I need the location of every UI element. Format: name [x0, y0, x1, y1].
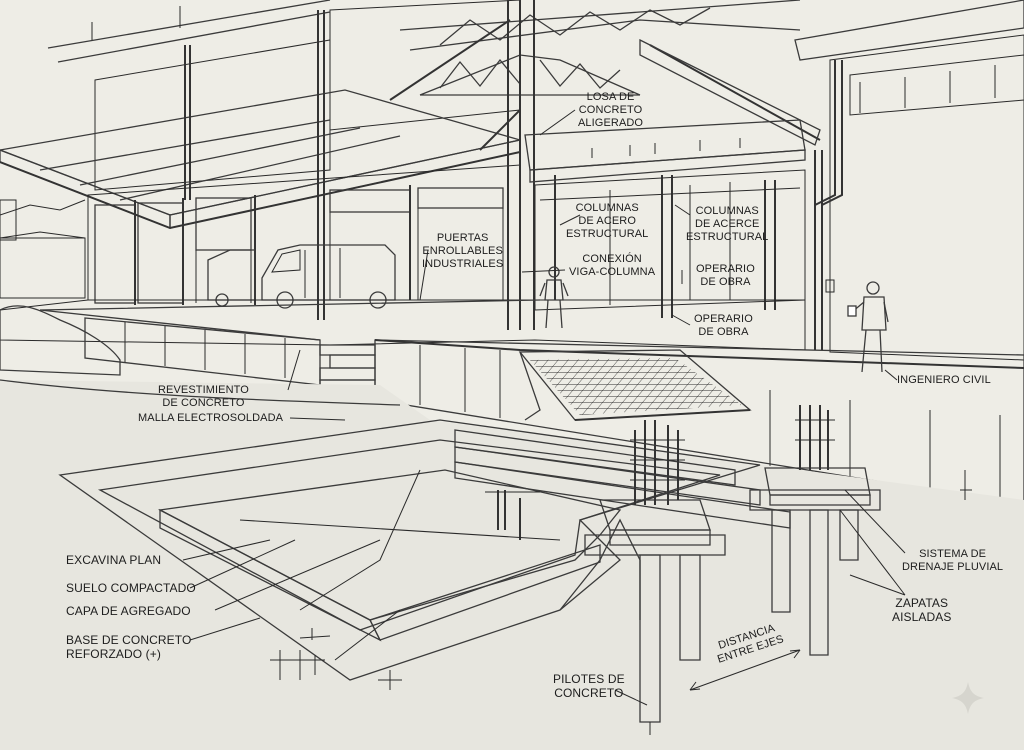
label-ingeniero: INGENIERO CIVIL — [897, 374, 991, 386]
label-zapatas: ZAPATAS AISLADAS — [892, 596, 952, 624]
label-operario-1: OPERARIO DE OBRA — [696, 263, 755, 288]
label-pilotes: PILOTES DE CONCRETO — [553, 672, 625, 700]
label-capa: CAPA DE AGREGADO — [66, 604, 191, 618]
label-losa: LOSA DE CONCRETO ALIGERADO — [578, 91, 644, 129]
label-base: BASE DE CONCRETO REFORZADO (+) — [66, 633, 192, 661]
label-columnas-1: COLUMNAS DE ACERO ESTRUCTURAL — [566, 202, 649, 240]
label-puertas: PUERTAS ENROLLABLES INDUSTRIALES — [422, 232, 504, 270]
label-conexion: CONEXIÓN VIGA-COLUMNA — [569, 253, 656, 278]
label-suelo: SUELO COMPACTADO — [66, 581, 196, 595]
label-revestimiento: REVESTIMIENTO DE CONCRETO — [158, 384, 249, 409]
label-sistema: SISTEMA DE DRENAJE PLUVIAL — [902, 548, 1004, 573]
label-operario-2: OPERARIO DE OBRA — [694, 313, 753, 338]
sparkle-icon — [952, 682, 984, 714]
label-malla: MALLA ELECTROSOLDADA — [138, 412, 284, 424]
label-excavina: EXCAVINA PLAN — [66, 553, 162, 567]
label-columnas-2: COLUMNAS DE ACERCE ESTRUCTURAL — [686, 205, 769, 243]
